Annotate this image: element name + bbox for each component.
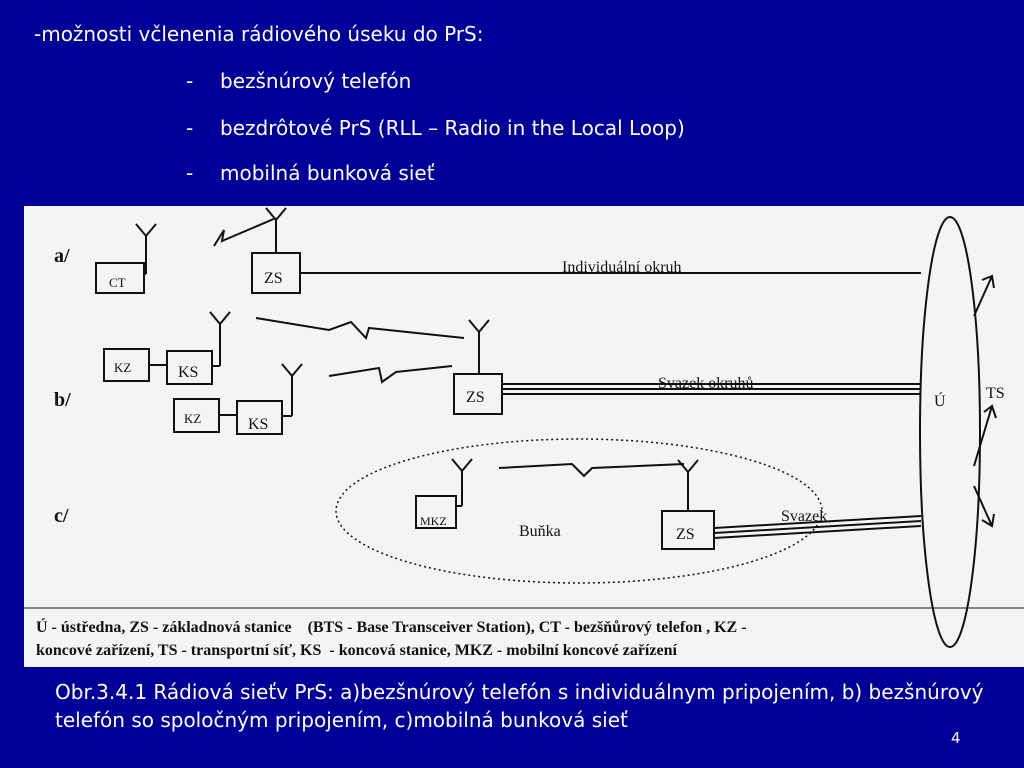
svazek-label: Svazek [781, 508, 827, 525]
bullet-cordless-phone: - bezšnúrový telefón [186, 69, 411, 93]
ts-arrow-up [973, 275, 993, 317]
svazek-okruhu-label: Svazek okruhů [658, 375, 754, 392]
bullet-dash: - [186, 116, 194, 140]
legend-line-2: koncové zařízení, TS - transportní síť, … [36, 642, 677, 659]
ks-box-2 [236, 400, 283, 435]
individual-label: Individuální okruh [562, 259, 682, 276]
figure-caption: Obr.3.4.1 Rádiová sieťv PrS: a)bezšnúrov… [55, 680, 984, 732]
radio-link-a [213, 217, 277, 247]
mkz-label: MKZ [420, 514, 447, 528]
diagram-svg: a/ b/ c/ CT ZS Individuální okruh KZ KS … [24, 207, 1024, 659]
bullet-dash: - [186, 69, 194, 93]
network-diagram: a/ b/ c/ CT ZS Individuální okruh KZ KS … [24, 206, 1024, 667]
legend-line-1: Ú - ústředna, ZS - základnová stanice (B… [36, 617, 747, 636]
ct-box [95, 262, 145, 294]
ct-label: CT [109, 275, 126, 290]
page-number: 4 [951, 729, 961, 747]
kz-label-1: KZ [114, 360, 131, 375]
bullet-wireless-rll: - bezdrôtové PrS (RLL – Radio in the Loca… [186, 116, 685, 140]
mkz-box [415, 495, 457, 529]
bullet-text: bezšnúrový telefón [220, 69, 412, 93]
radio-link-b2 [328, 365, 453, 384]
exchange-ellipse [919, 216, 981, 648]
slide-heading: -možnosti včlenenia rádiového úseku do P… [34, 22, 484, 46]
exchange-label: Ú [934, 391, 946, 410]
cell-ellipse [335, 438, 823, 584]
label-c: c/ [54, 505, 69, 527]
label-a: a/ [54, 245, 70, 267]
ts-arrow-down [973, 485, 993, 527]
ks-box-1 [166, 350, 213, 385]
kz-label-2: KZ [184, 411, 201, 426]
radio-link-c [498, 462, 685, 478]
bullet-mobile-cellular: - mobilná bunková sieť [186, 161, 435, 185]
ts-label: TS [986, 385, 1005, 402]
bullet-text: bezdrôtové PrS (RLL – Radio in the Local… [220, 116, 685, 140]
radio-link-b1 [255, 317, 465, 340]
label-b: b/ [54, 389, 71, 411]
zs-label-b: ZS [466, 389, 485, 406]
bullet-text: mobilná bunková sieť [220, 161, 435, 185]
ks-label-2: KS [248, 416, 268, 433]
zs-label-a: ZS [264, 270, 283, 287]
ks-label-1: KS [178, 364, 198, 381]
bunka-label: Buňka [519, 523, 561, 540]
zs-label-c: ZS [676, 526, 695, 543]
ts-arrow-mid [973, 405, 993, 467]
bullet-dash: - [186, 161, 194, 185]
